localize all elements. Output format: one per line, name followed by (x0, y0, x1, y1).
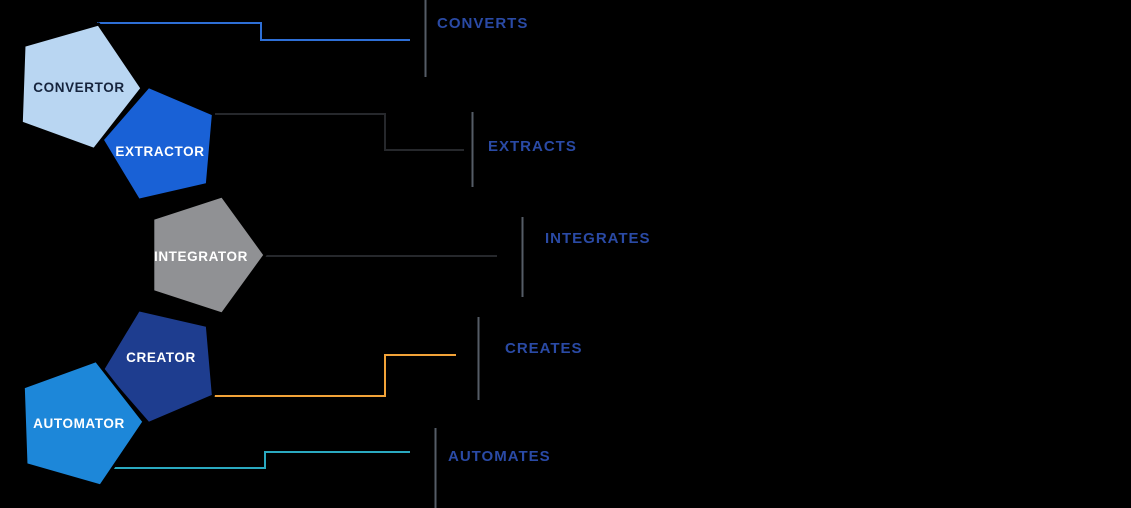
action-extracts-label: EXTRACTS (488, 138, 577, 155)
node-extractor-pentagon (100, 85, 215, 202)
node-convertor-label: CONVERTOR (33, 80, 124, 95)
node-integrator-pentagon (151, 194, 267, 316)
node-automator-pentagon (21, 359, 146, 488)
node-convertor-pentagon (19, 22, 144, 151)
node-automator-label: AUTOMATOR (33, 416, 125, 431)
node-integrator-label: INTEGRATOR (154, 249, 248, 264)
action-creates-label: CREATES (505, 340, 583, 357)
connector-automates (100, 451, 410, 469)
connector-converts (97, 22, 410, 41)
action-integrates-label: INTEGRATES (545, 230, 651, 247)
action-converts-label: CONVERTS (437, 15, 528, 32)
action-automates-label: AUTOMATES (448, 448, 551, 465)
connector-creates (213, 354, 456, 397)
node-creator-label: CREATOR (126, 350, 196, 365)
connector-extracts (215, 113, 464, 151)
node-extractor-label: EXTRACTOR (115, 144, 204, 159)
